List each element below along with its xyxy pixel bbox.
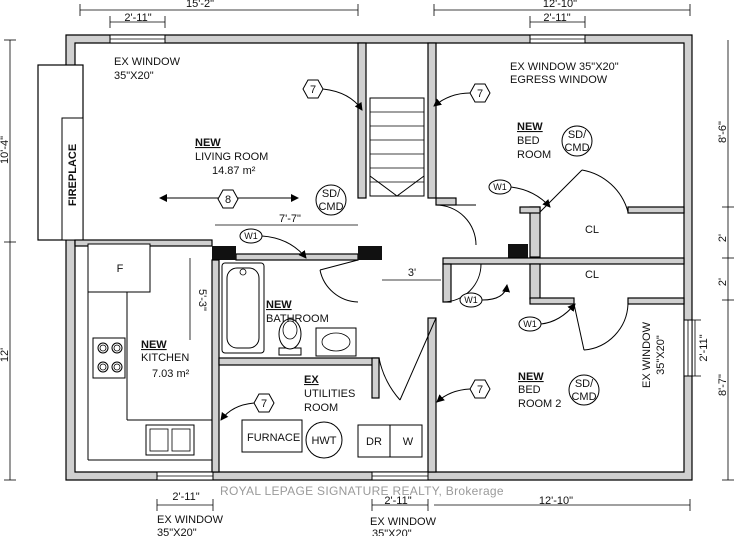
note-tag-text: 8 bbox=[225, 194, 231, 206]
bottom-mid-window-size: 35"X20" bbox=[372, 528, 412, 536]
living-room-area: 14.87 m² bbox=[212, 165, 256, 177]
note-tag-text: 7 bbox=[261, 398, 267, 410]
smoke-detector-line1: SD/ bbox=[568, 129, 587, 141]
dim-top-window-right: 2'-11" bbox=[543, 12, 570, 24]
bathroom-name: BATHROOM bbox=[266, 313, 329, 325]
smoke-detector-bed1: SD/ CMD bbox=[561, 125, 593, 157]
dim-right-window: 2'-11" bbox=[698, 334, 710, 361]
hwt-label: HWT bbox=[311, 435, 336, 447]
smoke-detector-line1: SD/ bbox=[575, 378, 594, 390]
kitchen-name: KITCHEN bbox=[141, 352, 189, 364]
closet1-label: CL bbox=[585, 224, 599, 236]
furnace-label: FURNACE bbox=[247, 432, 300, 444]
dim-right-mid2: 2' bbox=[717, 278, 729, 286]
note-tag-text: 7 bbox=[310, 84, 316, 96]
dim-left-lower: 12' bbox=[0, 348, 11, 362]
note-tag-text: 7 bbox=[477, 88, 483, 100]
w1-tag-bed1: W1 bbox=[488, 179, 551, 208]
w1-tag-text: W1 bbox=[493, 182, 507, 192]
bottom-left-window-title: EX WINDOW bbox=[157, 514, 224, 526]
living-span-dim: 7'-7" bbox=[279, 213, 301, 225]
bottom-mid-window-title: EX WINDOW bbox=[370, 516, 437, 528]
bed2-line2: ROOM 2 bbox=[518, 398, 561, 410]
dim-right-upper: 8'-6" bbox=[717, 121, 729, 143]
fridge-label: F bbox=[117, 263, 124, 275]
kitchen-span-dim: 5'-3" bbox=[196, 289, 208, 311]
dryer-label: DR bbox=[366, 436, 382, 448]
right-window-title: EX WINDOW bbox=[641, 321, 653, 388]
living-room-name: LIVING ROOM bbox=[195, 151, 268, 163]
staircase bbox=[369, 97, 425, 197]
kitchen-area: 7.03 m² bbox=[152, 368, 190, 380]
dim-top-right: 12'-10" bbox=[543, 0, 577, 10]
dim-top-left: 15'-2" bbox=[186, 0, 214, 10]
bed1-line1: BED bbox=[517, 135, 540, 147]
living-room-tag: NEW bbox=[195, 137, 221, 149]
dim-top-window-left: 2'-11" bbox=[124, 12, 151, 24]
w1-tag-living: W1 bbox=[239, 228, 307, 259]
smoke-detector-bed2: SD/ CMD bbox=[568, 374, 600, 406]
dimension-lines bbox=[4, 4, 734, 511]
bathroom-tag: NEW bbox=[266, 299, 292, 311]
smoke-detector-line2: CMD bbox=[564, 142, 589, 154]
w1-tag-text: W1 bbox=[244, 231, 258, 241]
utility-appliances bbox=[241, 419, 423, 459]
living-window-title: EX WINDOW bbox=[114, 56, 181, 68]
smoke-detector-line2: CMD bbox=[571, 391, 596, 403]
w1-tag-bed2: W1 bbox=[518, 303, 576, 332]
smoke-detector-living: SD/ CMD bbox=[315, 184, 347, 216]
watermark: ROYAL LEPAGE SIGNATURE REALTY, Brokerage bbox=[220, 484, 504, 498]
hall-span-dim: 3' bbox=[408, 267, 416, 279]
dim-left-upper: 10'-4" bbox=[0, 136, 11, 164]
bed2-line1: BED bbox=[518, 384, 541, 396]
note-tag-7-living: 7 bbox=[302, 79, 363, 111]
bathroom-fixtures bbox=[221, 262, 357, 357]
dim-bottom-window-left: 2'-11" bbox=[172, 491, 199, 503]
kitchen-tag: NEW bbox=[141, 339, 167, 351]
w1-tag-text: W1 bbox=[464, 295, 478, 305]
smoke-detector-line1: SD/ bbox=[322, 188, 341, 200]
washer-label: W bbox=[403, 436, 414, 448]
utilities-tag: EX bbox=[304, 374, 319, 386]
bed1-window-title: EX WINDOW 35"X20" bbox=[510, 61, 619, 73]
window-openings bbox=[109, 34, 693, 481]
dim-bottom-window-mid: 2'-11" bbox=[384, 495, 411, 507]
note-tag-text: 7 bbox=[477, 384, 483, 396]
w1-tag-hall: W1 bbox=[459, 284, 511, 308]
fireplace-label: FIREPLACE bbox=[67, 144, 79, 206]
note-tag-8: 8 bbox=[217, 189, 239, 209]
note-tag-7-bed1: 7 bbox=[433, 83, 491, 107]
door-swings bbox=[319, 169, 629, 401]
bed1-tag: NEW bbox=[517, 121, 543, 133]
dim-bottom-right: 12'-10" bbox=[539, 495, 573, 507]
closet2-label: CL bbox=[585, 269, 599, 281]
note-tag-7-utilities: 7 bbox=[220, 393, 275, 421]
bed1-window-sub: EGRESS WINDOW bbox=[510, 74, 608, 86]
note-tag-7-bed2: 7 bbox=[436, 379, 491, 403]
kitchen-fixtures bbox=[92, 337, 195, 456]
bed1-line2: ROOM bbox=[517, 149, 551, 161]
smoke-detector-line2: CMD bbox=[318, 201, 343, 213]
bottom-left-window-size: 35"X20" bbox=[157, 527, 197, 536]
utilities-line2: ROOM bbox=[304, 402, 338, 414]
bed2-tag: NEW bbox=[518, 371, 544, 383]
w1-tag-text: W1 bbox=[523, 319, 537, 329]
right-window-size: 35"X20" bbox=[655, 335, 667, 375]
exterior-walls bbox=[37, 34, 693, 481]
utilities-line1: UTILITIES bbox=[304, 388, 355, 400]
living-window-size: 35"X20" bbox=[114, 70, 154, 82]
dim-right-lower: 8'-7" bbox=[717, 374, 729, 396]
dim-right-mid1: 2' bbox=[717, 234, 729, 242]
interior-walls bbox=[74, 42, 685, 473]
